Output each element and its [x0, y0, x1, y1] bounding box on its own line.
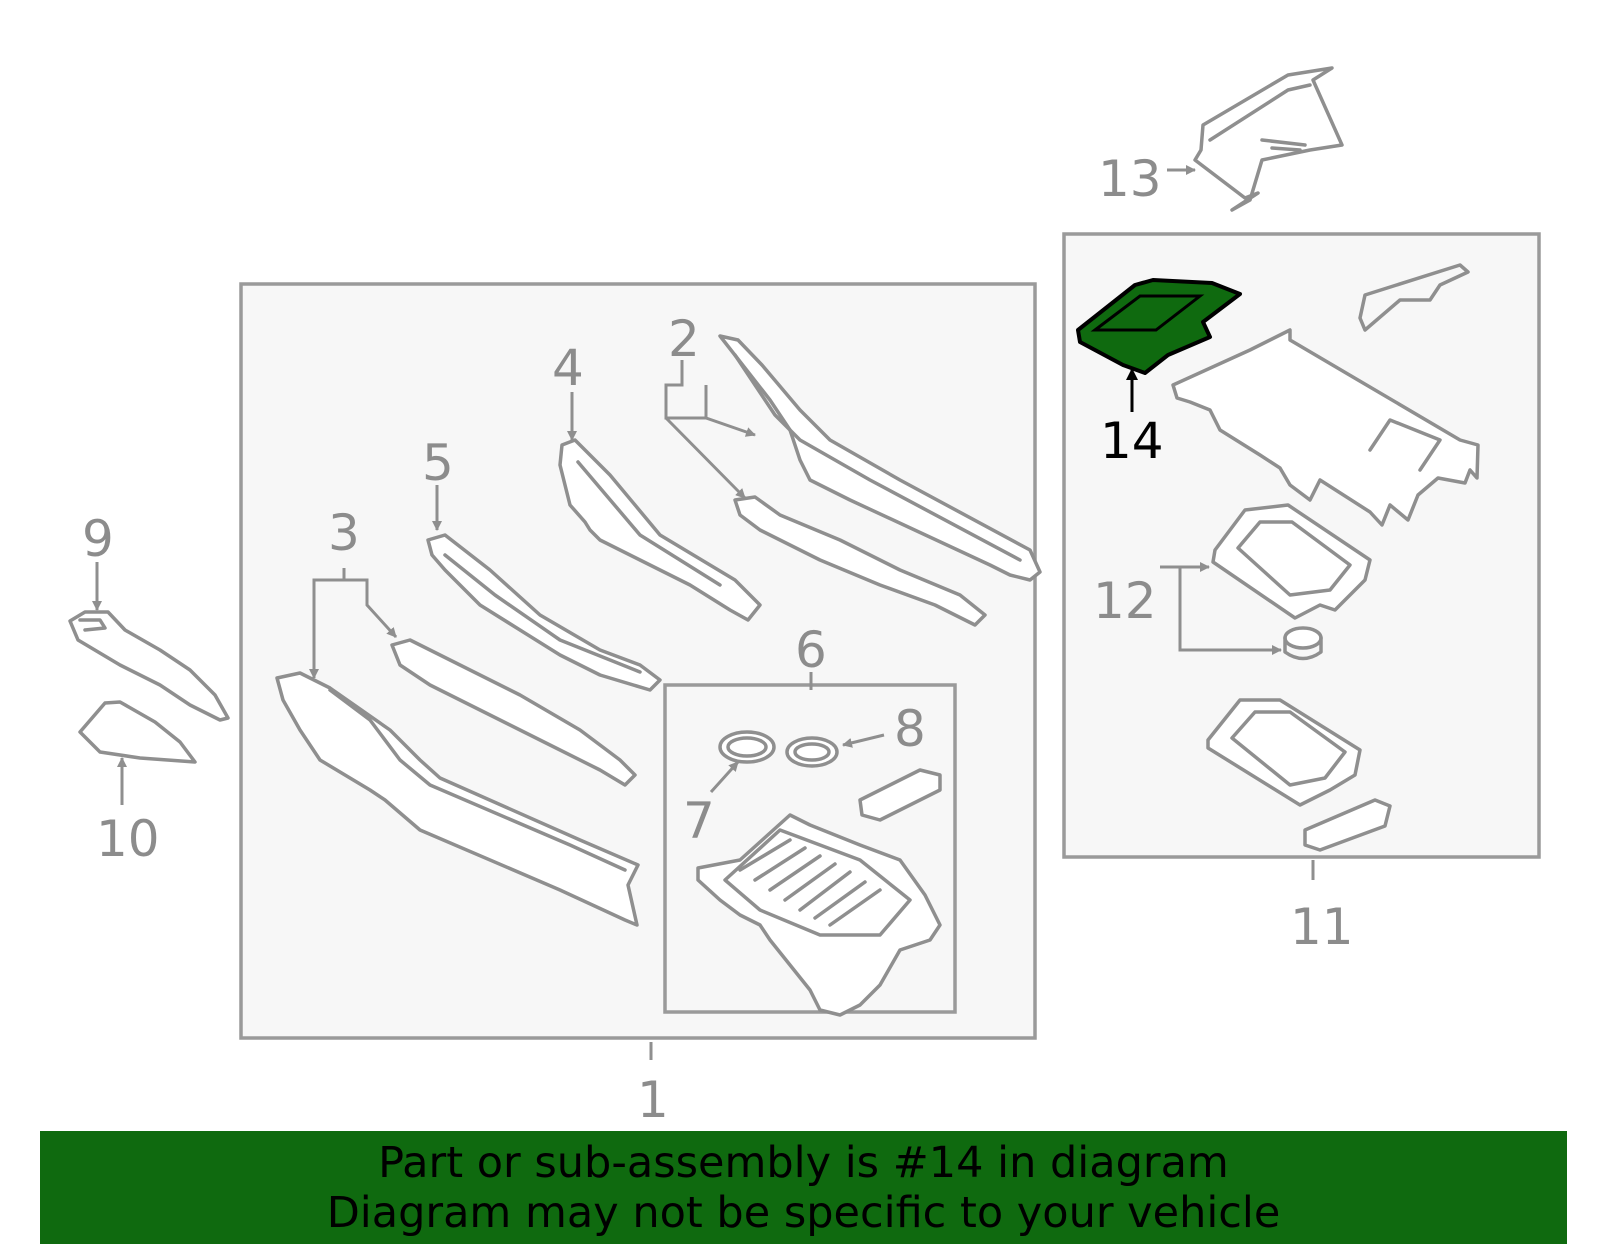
- part-6-drawing: [696, 768, 942, 1017]
- part-8-ring: [785, 736, 839, 768]
- callout-5: 5: [422, 434, 454, 492]
- callout-11: 11: [1290, 898, 1354, 956]
- part-10-drawing: [78, 700, 197, 764]
- part-4-drawing: [558, 438, 762, 622]
- callout-10: 10: [96, 810, 160, 868]
- part-14-drawing: [1076, 278, 1242, 375]
- info-banner: Part or sub-assembly is #14 in diagram D…: [40, 1131, 1567, 1244]
- callout-7: 7: [683, 792, 715, 850]
- callout-2: 2: [668, 310, 700, 368]
- part-11-lower-bezel: [1206, 698, 1392, 852]
- callout-6: 6: [795, 621, 827, 679]
- callout-14: 14: [1100, 412, 1164, 470]
- part-2-drawing: [718, 334, 1042, 627]
- callout-8: 8: [894, 700, 926, 758]
- banner-line-1: Part or sub-assembly is #14 in diagram: [378, 1138, 1229, 1188]
- part-12-knob: [1283, 626, 1323, 661]
- part-5-drawing: [426, 533, 662, 692]
- part-9-drawing: [68, 610, 230, 722]
- callout-12: 12: [1093, 572, 1157, 630]
- callout-9: 9: [82, 510, 114, 568]
- callout-3: 3: [328, 504, 360, 562]
- banner-line-2: Diagram may not be specific to your vehi…: [326, 1188, 1281, 1238]
- callout-13: 13: [1098, 150, 1162, 208]
- callout-1: 1: [637, 1071, 669, 1129]
- part-11-console-top: [1171, 263, 1480, 527]
- callout-4: 4: [552, 339, 584, 397]
- part-12-bezel: [1211, 503, 1372, 620]
- part-7-ring: [718, 730, 776, 764]
- part-13-drawing: [1193, 66, 1344, 212]
- part-3-drawing: [275, 638, 640, 927]
